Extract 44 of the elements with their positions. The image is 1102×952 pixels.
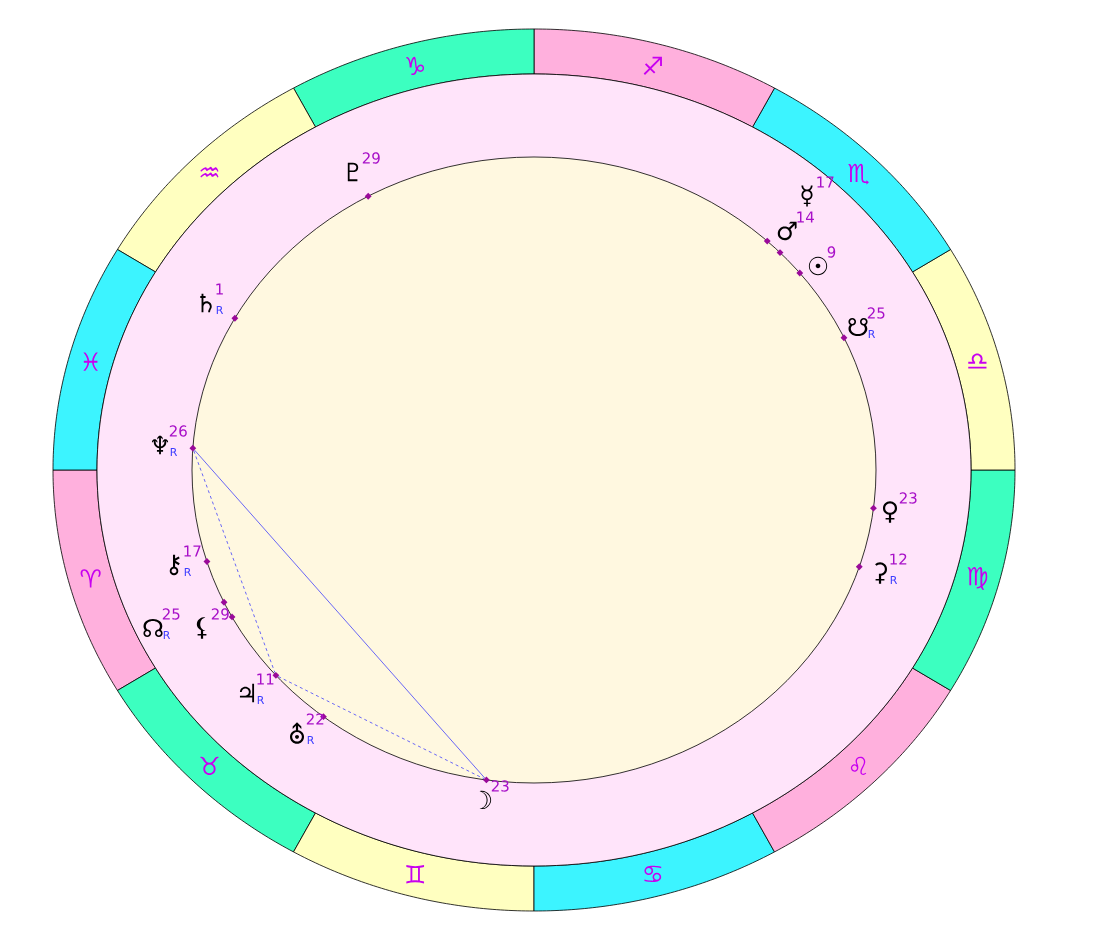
planet-glyph: ♀ [883,501,897,523]
retrograde-mark: R [257,696,265,704]
planet-glyph: ♇ [347,162,359,182]
planet-glyph: ☽ [479,790,492,810]
degree-number: 17 [184,545,201,557]
sign-segment: ♎ [912,249,1016,471]
planet-glyph: ♂ [777,221,797,241]
degree-number: 1 [216,283,223,295]
planet-glyph: ♄ [200,293,212,313]
sign-segment: ♐ [533,28,775,128]
degree-number: 26 [169,425,187,437]
retrograde-mark: R [170,448,178,456]
degree-number: 25 [162,608,180,620]
degree-number: 29 [211,608,229,620]
retrograde-mark: R [184,568,192,576]
degree-number: 17 [817,176,834,188]
planet-glyph: ☋ [848,317,868,337]
sign-segment: ♊ [293,812,535,912]
planet-glyph: ⚷ [169,554,180,576]
aspect-line [278,676,485,780]
planet-glyph: ⚳ [875,562,887,584]
retrograde-mark: R [890,576,898,584]
degree-number: 11 [257,673,274,685]
planet-glyph: ⛢ [290,722,304,744]
sign-segment: ♑ [293,28,535,128]
sign-segment: ♌ [752,667,951,853]
retrograde-mark: R [163,631,171,639]
degree-number: 25 [867,307,885,319]
degree-number: 14 [797,211,814,223]
degree-number: 23 [491,780,509,792]
retrograde-mark: R [307,736,315,744]
sign-segment: ♒ [117,87,316,273]
planet-glyph: ☿ [801,185,813,207]
planet-glyph: ⚸ [196,617,207,639]
planet-glyph: ☉ [808,256,828,276]
aspect-line [194,449,486,779]
degree-number: 12 [890,553,907,565]
degree-number: 29 [362,152,380,164]
degree-number: 9 [827,246,836,258]
retrograde-mark: R [216,306,224,314]
sign-segment: ♋ [533,812,775,912]
retrograde-mark: R [868,330,876,338]
planet-glyph: ♃ [239,683,255,703]
aspect-line [193,450,276,673]
